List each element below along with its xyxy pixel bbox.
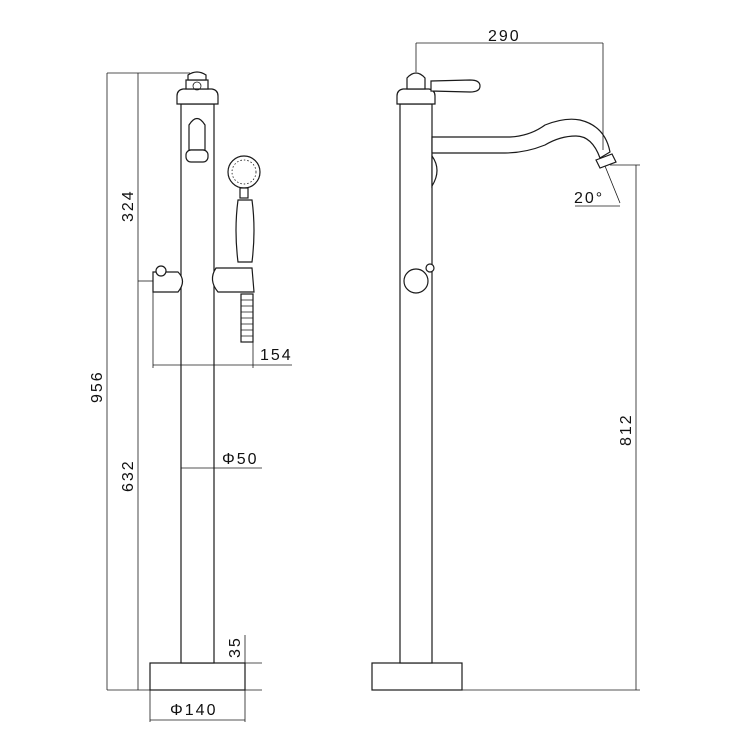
lever-handle: [430, 79, 481, 93]
base-plate: [371, 662, 463, 691]
side-aerator: [431, 154, 438, 189]
diverter-knob: [155, 265, 167, 277]
dim-label-290: 290: [488, 28, 521, 45]
lever-hub: [406, 72, 426, 90]
pipe: [399, 103, 433, 664]
dim-label-35: 35: [227, 636, 244, 658]
spout-aerator: [595, 153, 617, 169]
dim-label-154: 154: [260, 347, 293, 364]
handle-knob-top: [187, 71, 207, 81]
dim-label-20: 20°: [574, 190, 604, 207]
cap-collar: [185, 79, 209, 90]
dim-label-50: Φ50: [222, 451, 259, 468]
pipe: [180, 103, 215, 664]
angle-line-20: [604, 165, 621, 204]
diverter-knob: [425, 263, 435, 273]
dim-label-140: Φ140: [170, 702, 217, 719]
dim-label-956: 956: [89, 370, 106, 403]
dim-label-632: 632: [120, 459, 137, 492]
front-view: 956 324 632 154 Φ50 35 Φ140: [89, 71, 293, 722]
shower-head-nozzles: [231, 159, 257, 185]
handle-knob-ring: [192, 81, 202, 91]
dim-label-324: 324: [120, 189, 137, 222]
shower-neck: [239, 187, 249, 199]
spout-window: [188, 117, 206, 151]
shower-head: [227, 155, 261, 189]
shower-handle: [235, 199, 255, 263]
shower-holder: [211, 267, 255, 293]
cap: [396, 88, 436, 105]
cap: [176, 88, 219, 105]
base-plate: [149, 662, 246, 691]
diverter-button: [403, 268, 429, 294]
left-bracket: [152, 271, 184, 293]
spout-outlet: [185, 149, 209, 163]
dim-label-812: 812: [618, 413, 635, 446]
hose-ribs: [241, 299, 253, 337]
side-view: 290 20° 812: [371, 28, 640, 691]
spout: [431, 118, 611, 159]
